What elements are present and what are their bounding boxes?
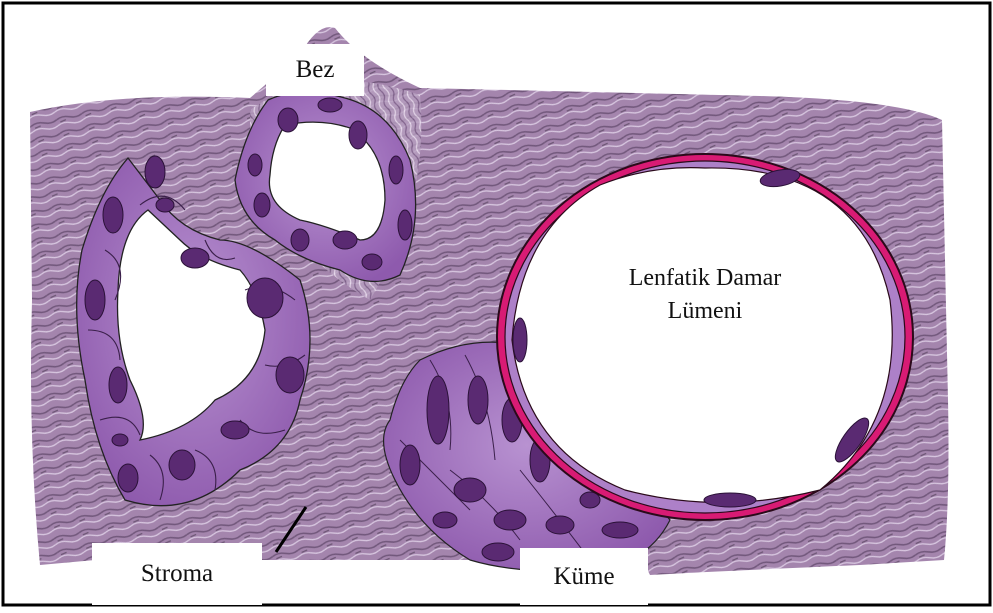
lumen-label: Lenfatik Damar Lümeni <box>575 262 835 328</box>
stroma-label: Stroma <box>92 543 262 605</box>
cluster-label: Küme <box>520 548 648 605</box>
lumen-label-line1: Lenfatik Damar <box>575 262 835 295</box>
lymphatic-vessel <box>497 154 913 520</box>
lumen-label-line2: Lümeni <box>575 295 835 328</box>
gland-label: Bez <box>266 44 364 96</box>
